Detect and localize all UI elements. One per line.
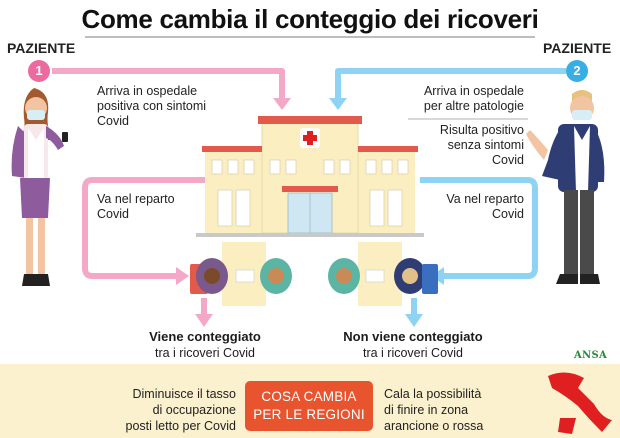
blue-arrowhead-outcome <box>405 314 423 327</box>
source-logo: ANSA <box>574 350 608 361</box>
title-divider <box>85 36 535 38</box>
pink-arrival-line <box>52 68 285 100</box>
right-outcome: Non viene conteggiato tra i ricoveri Cov… <box>343 329 483 360</box>
pink-arrowhead-right <box>176 267 189 285</box>
bottom-left-text: Diminuisce il tasso di occupazione posti… <box>125 387 236 433</box>
pink-arrowhead-down <box>273 98 291 110</box>
red-cross-icon <box>303 131 317 145</box>
woman-patient <box>11 88 68 286</box>
patient-right-badge: 2 <box>566 60 588 82</box>
page-title: Come cambia il conteggio dei ricoveri <box>81 4 539 34</box>
right-arrival-label: Arriva in ospedale per altre patologie <box>423 84 524 113</box>
blue-arrival-line <box>335 68 566 100</box>
blue-ward-line <box>420 177 538 279</box>
bottom-right-text: Cala la possibilità di finire in zona ar… <box>384 387 484 433</box>
pink-ward-line <box>82 177 205 279</box>
left-outcome: Viene conteggiato tra i ricoveri Covid <box>149 329 261 360</box>
right-meeting-scene <box>328 242 438 306</box>
patient-left-label: PAZIENTE <box>7 40 76 56</box>
patient-left-badge: 1 <box>28 60 50 82</box>
blue-arrowhead-down <box>329 98 347 110</box>
pink-flow-lines <box>52 68 285 316</box>
pink-arrowhead-outcome <box>195 314 213 327</box>
what-changes-box: COSA CAMBIA PER LE REGIONI <box>245 381 373 431</box>
man-patient <box>526 90 605 284</box>
left-arrival-label: Arriva in ospedale positiva con sintomi … <box>97 84 207 128</box>
left-meeting-scene <box>190 242 292 306</box>
left-ward-label: Va nel reparto Covid <box>97 192 175 221</box>
hospital-building <box>196 116 424 237</box>
patient-right-label: PAZIENTE <box>543 40 612 56</box>
blue-flow-lines <box>335 68 566 316</box>
right-ward-label: Va nel reparto Covid <box>446 192 524 221</box>
right-test-label: Risulta positivo senza sintomi Covid <box>439 123 524 167</box>
